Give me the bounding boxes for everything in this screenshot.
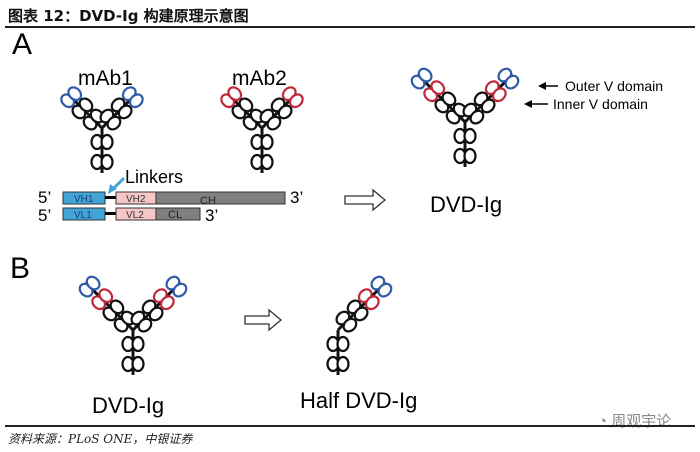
vh1-label: VH1 — [74, 194, 94, 205]
half-dvd-ig-label: Half DVD-Ig — [300, 388, 417, 413]
heavy-5prime: 5’ — [38, 188, 51, 207]
domain — [121, 335, 145, 353]
domain — [71, 97, 94, 120]
domain — [220, 86, 243, 109]
figure-title: 图表 12：DVD-Ig 构建原理示意图 — [8, 7, 249, 25]
domain — [102, 299, 125, 322]
domain — [335, 310, 358, 333]
domain — [250, 153, 274, 171]
ch-label: CH — [200, 195, 216, 207]
mab2-label: mAb2 — [232, 67, 287, 90]
domain — [121, 86, 144, 109]
domain — [346, 299, 369, 322]
domain — [91, 288, 114, 311]
cl-label: CL — [168, 209, 182, 221]
watermark: ◔ 周观宇论 — [598, 413, 672, 430]
domain — [130, 310, 153, 333]
mab2-antibody — [220, 86, 304, 173]
domain — [99, 108, 122, 131]
outer-v-label: Outer V domain — [565, 78, 663, 94]
domain — [326, 335, 350, 353]
inner-v-label: Inner V domain — [553, 96, 648, 112]
domain — [60, 86, 83, 109]
domain — [90, 153, 114, 171]
mab1-antibody — [60, 86, 144, 173]
domain — [453, 127, 477, 145]
outer-v-annotation: Outer V domain — [538, 78, 663, 94]
domain — [473, 91, 496, 114]
bottom-rule — [5, 425, 695, 427]
domain — [453, 147, 477, 165]
vh2-label: VH2 — [126, 194, 146, 205]
antibodies — [60, 67, 520, 375]
source-note: 资料来源：PLoS ONE，中银证券 — [8, 432, 193, 446]
arrow-right-icon — [344, 188, 387, 212]
vl1-label: VL1 — [74, 210, 92, 221]
domain — [370, 275, 393, 298]
domain — [434, 91, 457, 114]
arrow-right-icon — [244, 308, 283, 332]
light-3prime: 3’ — [205, 206, 218, 225]
domain — [110, 97, 133, 120]
dvd-ig-antibody-a — [410, 67, 520, 167]
mab1-label: mAb1 — [78, 67, 133, 90]
domain — [326, 355, 350, 373]
domain — [462, 102, 485, 125]
domain — [121, 355, 145, 373]
domain — [78, 275, 101, 298]
heavy-linker — [105, 196, 116, 199]
top-rule — [5, 26, 695, 28]
wechat-icon: ◔ — [598, 413, 612, 430]
vl2-label: VL2 — [126, 210, 144, 221]
cl-segment — [155, 207, 201, 221]
domain — [423, 80, 446, 103]
domain — [152, 288, 175, 311]
domain — [259, 108, 282, 131]
panel-a-label: A — [12, 28, 32, 61]
dvd-ig-label-a: DVD-Ig — [430, 192, 502, 217]
domain — [497, 67, 520, 90]
panel-b-label: B — [10, 252, 30, 285]
gene-construct: 5’ 5’ VH1 VH2 CH VL1 VL2 CL 3’ 3’ Linker… — [38, 167, 303, 225]
inner-v-annotation: Inner V domain — [524, 96, 648, 112]
half-dvd-ig-antibody — [326, 275, 393, 375]
dvd-ig-antibody-b — [78, 275, 188, 375]
ch-segment — [155, 191, 286, 205]
light-5prime: 5’ — [38, 206, 51, 225]
light-linker — [105, 212, 116, 215]
linkers-label: Linkers — [125, 167, 183, 187]
domain — [231, 97, 254, 120]
domain — [165, 275, 188, 298]
domain — [250, 133, 274, 151]
domain — [281, 86, 304, 109]
domain — [90, 133, 114, 151]
domain — [141, 299, 164, 322]
heavy-3prime: 3’ — [290, 188, 303, 207]
dvd-ig-label-b: DVD-Ig — [92, 393, 164, 418]
domain — [410, 67, 433, 90]
